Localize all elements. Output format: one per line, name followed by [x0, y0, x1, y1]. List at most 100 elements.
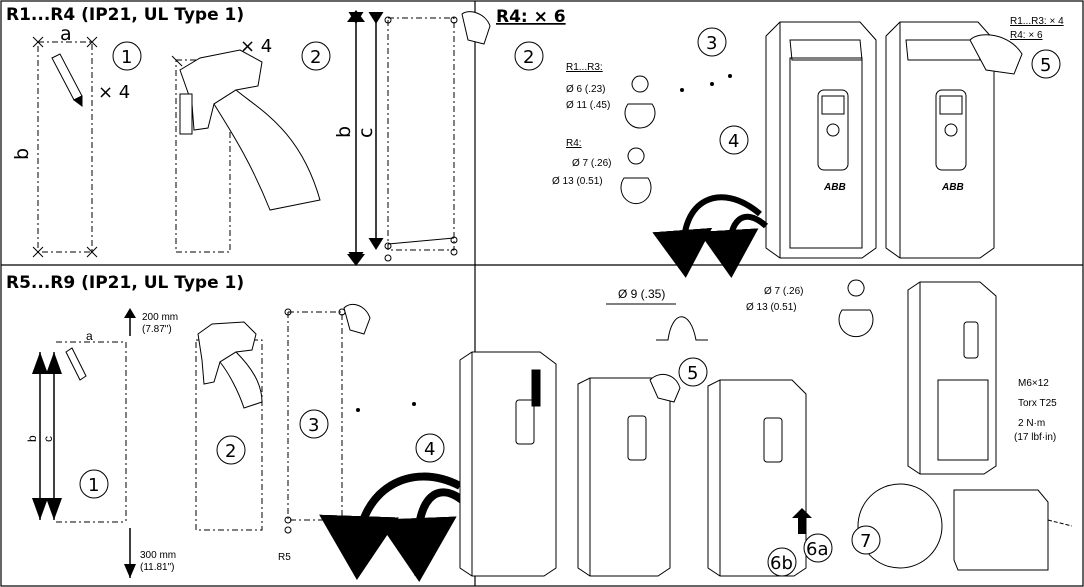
step-6b-circle	[767, 547, 797, 577]
hang-arrows-top	[652, 194, 769, 278]
arrow-head-b-bottom	[347, 254, 365, 266]
step-5-circle-bottom	[678, 357, 708, 387]
dim-a-label-bottom: a	[86, 329, 93, 343]
top-mark-frame	[32, 36, 98, 258]
top-clearance-mm: 200 mm	[142, 312, 178, 323]
arrow-c-bottom	[46, 498, 62, 520]
screws-top	[680, 74, 732, 264]
step-2-circle-bottom	[216, 435, 246, 465]
bottom-clearance-mm: 300 mm	[140, 550, 176, 561]
step-4-label-bottom: 4	[424, 439, 435, 460]
keyhole-r1r3-shape	[624, 75, 656, 129]
screw-frame	[348, 12, 458, 264]
step-5-circle	[1031, 49, 1061, 79]
torx-spec: Torx T25	[1018, 398, 1057, 409]
right-r1r3-label: R1...R3: × 4	[1010, 16, 1064, 27]
step-6a-label: 6a	[806, 539, 828, 560]
step-2-circle-a	[301, 41, 331, 71]
hang-arrows-bottom	[319, 472, 465, 582]
arrow-b-bottom	[32, 498, 48, 520]
drive-unit-r1r4-front-cover	[765, 21, 877, 259]
step-6a-circle	[803, 533, 833, 563]
keyhole-r1r3-label: R1...R3:	[566, 62, 603, 73]
dim-b-label: b	[11, 148, 33, 160]
step-1-label-bottom: 1	[88, 475, 99, 496]
top-panel-title: R1...R4 (IP21, UL Type 1)	[6, 5, 244, 25]
step-4-circle	[719, 125, 749, 155]
keyhole-r4-d1: Ø 7 (.26)	[572, 158, 611, 169]
pencil-icon	[51, 53, 83, 107]
step-2-label-bottom: 2	[225, 441, 236, 462]
step-1-label: 1	[121, 47, 132, 68]
keyhole-r4-label: R4:	[566, 138, 582, 149]
step-7-label: 7	[860, 531, 871, 552]
bottom-mark-frame	[39, 310, 131, 578]
keyhole-bottom-shape	[838, 279, 874, 338]
drive-unit-r1r4-assembled	[885, 21, 995, 259]
abb-logo-2: ABB	[941, 182, 964, 193]
lift-arrow	[792, 508, 812, 534]
dim-b-label-2: b	[333, 126, 355, 138]
times4-label-a: × 4	[98, 82, 130, 103]
torque-spec: 2 N·m	[1018, 418, 1045, 429]
step-3-label-bottom: 3	[308, 415, 319, 436]
screws-bottom	[356, 402, 418, 576]
right-r4-label: R4: × 6	[1010, 30, 1043, 41]
torque-imperial: (17 lbf·in)	[1014, 432, 1056, 443]
step-3-circle	[697, 27, 727, 57]
detail-magnifier	[857, 483, 943, 569]
arrow-bottom-clearance	[124, 564, 136, 578]
pencil-icon-bottom	[65, 347, 87, 381]
keyhole-bottom-d2: Ø 13 (0.51)	[746, 302, 797, 313]
top-clearance-in: (7.87")	[142, 324, 172, 335]
r5-label: R5	[278, 552, 291, 563]
step-4-circle-bottom	[415, 433, 445, 463]
dim-c-label: c	[355, 128, 377, 138]
dim-a-label: a	[60, 23, 72, 45]
step-3-label: 3	[706, 33, 717, 54]
drive-unit-r5r9-b	[577, 373, 681, 577]
hand-screw-icon	[461, 11, 491, 45]
step-1-circle-bottom	[79, 469, 109, 499]
arrow-c-top	[46, 352, 62, 374]
keyhole-r4-shape	[620, 147, 652, 205]
step-5-label-bottom: 5	[687, 363, 698, 384]
drive-unit-r5r9-c	[707, 379, 807, 577]
arrow-b-top	[32, 352, 48, 374]
screw-spec: M6×12	[1018, 378, 1049, 389]
r4-times6-label: R4: × 6	[496, 7, 566, 27]
slot-profile	[606, 303, 708, 341]
drive-unit-r5r9-open	[907, 281, 997, 475]
abb-logo-1: ABB	[823, 182, 846, 193]
keyhole-bottom-d1: Ø 7 (.26)	[764, 286, 803, 297]
drill-frame	[175, 59, 231, 253]
keyhole-r1r3-d1: Ø 6 (.23)	[566, 84, 605, 95]
step-5-label: 5	[1040, 55, 1051, 76]
step-1-circle	[112, 41, 142, 71]
keyhole-r4-d2: Ø 13 (0.51)	[552, 176, 603, 187]
screw-frame-bottom	[284, 303, 371, 534]
drive-unit-r5r9-a	[459, 351, 557, 577]
step-2-circle-b	[514, 41, 544, 71]
step-3-circle-bottom	[299, 409, 329, 439]
times4-label-b: × 4	[240, 36, 272, 57]
cover-module	[953, 489, 1073, 571]
bottom-panel-title: R5...R9 (IP21, UL Type 1)	[6, 273, 244, 293]
step-2-label-a: 2	[310, 47, 321, 68]
step-2-label-b: 2	[523, 47, 534, 68]
step-6b-label: 6b	[770, 553, 793, 574]
bottom-clearance-in: (11.81")	[140, 562, 175, 573]
hand-screw-icon-2	[969, 34, 1023, 75]
slot-diameter: Ø 9 (.35)	[618, 287, 665, 301]
step-7-circle	[851, 525, 881, 555]
step-4-label: 4	[728, 131, 739, 152]
drill-icon-bottom	[197, 321, 263, 409]
dim-c-label-bottom: c	[41, 436, 55, 442]
keyhole-r1r3-d2: Ø 11 (.45)	[566, 100, 610, 111]
dim-b-label-bottom: b	[25, 435, 39, 442]
arrow-head-b-top	[347, 10, 365, 22]
arrow-top-clearance	[124, 308, 136, 318]
drill-icon	[171, 49, 321, 211]
